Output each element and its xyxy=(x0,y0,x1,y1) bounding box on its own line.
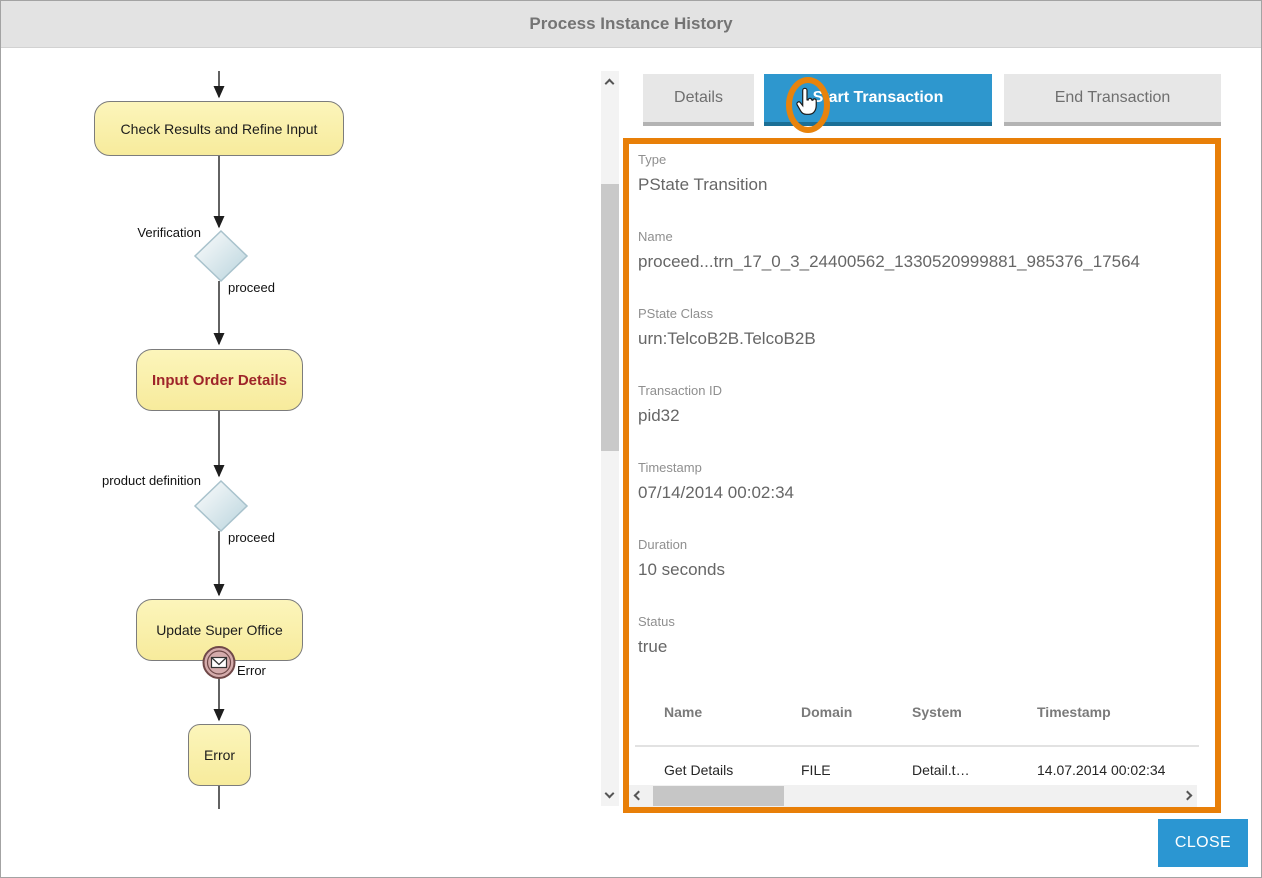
field-label: Duration xyxy=(638,537,688,552)
events-table-header: Name Domain System Timestamp xyxy=(638,704,1206,722)
cell-system: Detail.t… xyxy=(912,762,970,778)
field-pstate-class: PState Class urn:TelcoB2B.TelcoB2B xyxy=(638,306,1212,350)
task-node-label: Error xyxy=(203,747,236,763)
field-duration: Duration 10 seconds xyxy=(638,537,1212,581)
task-node-check-results[interactable]: Check Results and Refine Input xyxy=(94,101,344,156)
field-value: proceed...trn_17_0_3_24400562_1330520999… xyxy=(638,252,1140,271)
field-value: urn:TelcoB2B.TelcoB2B xyxy=(638,329,816,348)
cell-timestamp: 14.07.2014 00:02:34 xyxy=(1037,762,1166,778)
dialog-title: Process Instance History xyxy=(529,14,733,33)
hand-cursor-icon xyxy=(796,87,817,115)
task-node-label: Check Results and Refine Input xyxy=(120,120,318,137)
transaction-detail-panel: Type PState Transition Name proceed...tr… xyxy=(623,138,1221,813)
task-node-label: Input Order Details xyxy=(151,371,288,389)
task-node-input-order-details[interactable]: Input Order Details xyxy=(136,349,303,411)
field-value: true xyxy=(638,637,668,656)
field-status: Status true xyxy=(638,614,1212,658)
field-label: Type xyxy=(638,152,667,167)
column-header-timestamp: Timestamp xyxy=(1037,704,1111,720)
scroll-right-icon[interactable] xyxy=(1182,790,1193,801)
field-list: Type PState Transition Name proceed...tr… xyxy=(638,152,1212,691)
gateway-diamond-verification[interactable] xyxy=(193,229,249,283)
field-label: Timestamp xyxy=(638,460,702,475)
field-label: Status xyxy=(638,614,675,629)
task-node-error[interactable]: Error xyxy=(188,724,251,786)
column-header-system: System xyxy=(912,704,962,720)
gateway-diamond-product-definition[interactable] xyxy=(193,479,249,533)
field-type: Type PState Transition xyxy=(638,152,1212,196)
tab-details[interactable]: Details xyxy=(643,74,754,126)
scroll-down-icon[interactable] xyxy=(604,788,615,799)
field-value: pid32 xyxy=(638,406,680,425)
task-node-label: Update Super Office xyxy=(156,622,283,638)
click-highlight-ring xyxy=(786,77,830,133)
process-diagram xyxy=(193,71,249,809)
dialog-header: Process Instance History xyxy=(1,1,1261,48)
table-row[interactable]: Get Details FILE Detail.t… 14.07.2014 00… xyxy=(638,762,1206,782)
field-value: 10 seconds xyxy=(638,560,725,579)
column-header-name: Name xyxy=(664,704,703,720)
horizontal-scrollbar[interactable] xyxy=(629,785,1197,807)
field-timestamp: Timestamp 07/14/2014 00:02:34 xyxy=(638,460,1212,504)
gateway-label-product-definition: product definition xyxy=(101,473,201,488)
column-header-domain: Domain xyxy=(801,704,853,720)
edge-label-proceed: proceed xyxy=(228,530,275,545)
tab-label: Start Transaction xyxy=(812,89,944,106)
edge-label-proceed: proceed xyxy=(228,280,275,295)
vertical-scrollbar-thumb[interactable] xyxy=(601,184,619,451)
gateway-label-verification: Verification xyxy=(137,225,201,240)
tab-end-transaction[interactable]: End Transaction xyxy=(1004,74,1221,126)
field-name: Name proceed...trn_17_0_3_24400562_13305… xyxy=(638,229,1212,273)
field-value: PState Transition xyxy=(638,175,768,194)
scroll-up-icon[interactable] xyxy=(604,78,615,89)
cell-domain: FILE xyxy=(801,762,831,778)
field-label: Transaction ID xyxy=(638,383,723,398)
field-value: 07/14/2014 00:02:34 xyxy=(638,483,794,502)
tab-label: Details xyxy=(674,89,723,106)
cell-name: Get Details xyxy=(664,762,734,778)
task-node-update-super-office[interactable]: Update Super Office xyxy=(136,599,303,661)
close-button[interactable]: CLOSE xyxy=(1158,819,1248,867)
table-divider xyxy=(635,745,1199,747)
field-transaction-id: Transaction ID pid32 xyxy=(638,383,1212,427)
tab-label: End Transaction xyxy=(1054,89,1171,106)
field-label: PState Class xyxy=(638,306,714,321)
vertical-scrollbar[interactable] xyxy=(601,71,619,806)
error-event-label: Error xyxy=(237,663,266,678)
field-label: Name xyxy=(638,229,673,244)
horizontal-scrollbar-thumb[interactable] xyxy=(653,786,784,806)
scroll-left-icon[interactable] xyxy=(633,790,644,801)
